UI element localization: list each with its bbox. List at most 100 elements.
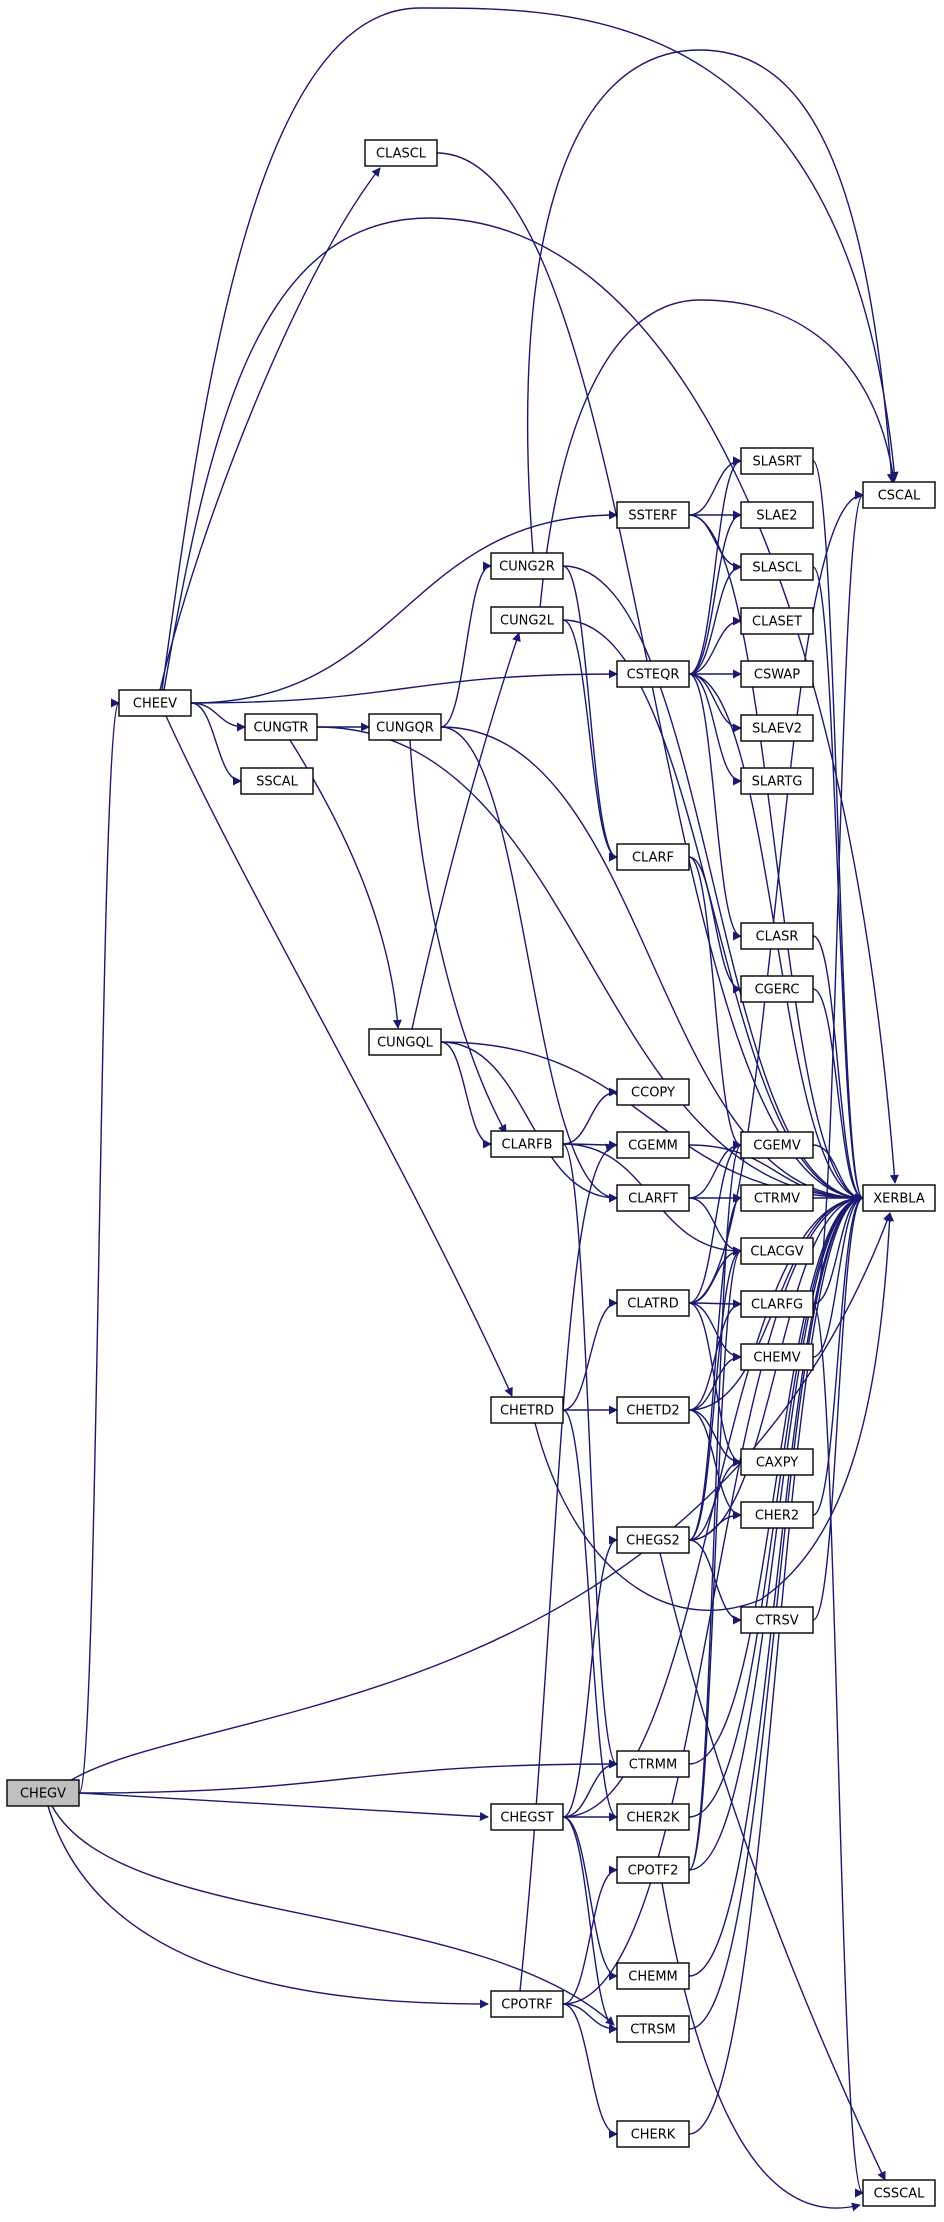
node-label: CPOTRF: [501, 1998, 553, 2013]
node-cher2k[interactable]: CHER2K: [616, 1803, 690, 1831]
edge-cungtr-to-xerbla: [316, 726, 864, 1203]
node-label: CSWAP: [754, 668, 800, 683]
edge-cheev-to-chetrd: [165, 715, 513, 1397]
edge-chetrd-to-clatrd: [562, 1298, 618, 1411]
edge-chegs2-to-ctrmv: [688, 1193, 742, 1541]
node-ctrmm[interactable]: CTRMM: [616, 1750, 690, 1778]
node-cher2[interactable]: CHER2: [740, 1501, 814, 1529]
edge-chegs2-to-csscal: [659, 1552, 886, 2181]
node-clasr[interactable]: CLASR: [740, 922, 814, 950]
edge-cungqr-to-cung2r: [440, 561, 492, 728]
node-box: [616, 2015, 690, 2043]
node-clarfg[interactable]: CLARFG: [740, 1290, 814, 1318]
node-slae2[interactable]: SLAE2: [740, 501, 814, 529]
node-csteqr[interactable]: CSTEQR: [616, 660, 690, 688]
node-cgerc[interactable]: CGERC: [740, 975, 814, 1003]
edge-cung2l-to-xerbla: [562, 619, 864, 1203]
node-caxpy[interactable]: CAXPY: [740, 1448, 814, 1476]
edge-ssterf-to-slascl: [688, 514, 742, 572]
edge-cpotf2-to-clacgv: [688, 1246, 742, 1871]
node-cscal[interactable]: CSCAL: [862, 481, 936, 509]
node-box: [740, 714, 814, 742]
node-claset[interactable]: CLASET: [740, 607, 814, 635]
edge-ctrmm-to-xerbla: [688, 1193, 864, 1765]
node-ctrsv[interactable]: CTRSV: [740, 1606, 814, 1634]
node-clacgv[interactable]: CLACGV: [740, 1237, 814, 1265]
edge-cheev-to-clascl: [159, 167, 381, 691]
node-chemm[interactable]: CHEMM: [616, 1962, 690, 1990]
edge-cung2r-to-cscal: [526, 49, 896, 554]
node-label: CGEMV: [753, 1139, 801, 1154]
node-slascl[interactable]: SLASCL: [740, 553, 814, 581]
node-box: [616, 1803, 690, 1831]
node-label: CAXPY: [756, 1456, 798, 1471]
node-cungqr[interactable]: CUNGQR: [368, 713, 442, 741]
node-cpotf2[interactable]: CPOTF2: [616, 1856, 690, 1884]
node-chegs2[interactable]: CHEGS2: [616, 1526, 690, 1554]
node-label: CUNGTR: [254, 721, 309, 736]
edge-chetd2-to-chemv: [688, 1352, 742, 1411]
edge-chegv-to-cheev: [78, 698, 120, 1794]
node-label: CUNGQL: [377, 1036, 434, 1051]
edge-csteqr-to-slartg: [688, 673, 742, 786]
node-xerbla[interactable]: XERBLA: [862, 1184, 936, 1212]
node-chetrd[interactable]: CHETRD: [490, 1396, 564, 1424]
node-cswap[interactable]: CSWAP: [740, 660, 814, 688]
node-cungtr[interactable]: CUNGTR: [244, 713, 318, 741]
nodes-layer: CHEGV CHEEV CLASCL CUNGTR SSCAL CUNGQR CUNGQL C…: [6, 139, 936, 2207]
node-cung2l[interactable]: CUNG2L: [490, 606, 564, 634]
node-label: CHER2: [755, 1509, 799, 1524]
edge-csteqr-to-slasrt: [688, 456, 742, 675]
edge-chegst-to-chemm: [562, 1816, 618, 1981]
node-label: SLASRT: [753, 455, 802, 470]
node-chegst[interactable]: CHEGST: [490, 1803, 564, 1831]
node-ccopy[interactable]: CCOPY: [616, 1078, 690, 1106]
node-label: SLASCL: [752, 561, 802, 576]
node-label: SLAE2: [756, 509, 797, 524]
edge-cheev-to-sscal: [190, 702, 242, 786]
node-cungql[interactable]: CUNGQL: [368, 1028, 442, 1056]
node-sscal[interactable]: SSCAL: [240, 767, 314, 795]
node-slartg[interactable]: SLARTG: [740, 767, 814, 795]
node-cheev[interactable]: CHEEV: [118, 689, 192, 717]
edge-clasr-to-xerbla: [812, 935, 864, 1203]
node-clarfb[interactable]: CLARFB: [490, 1130, 564, 1158]
node-cgemm[interactable]: CGEMM: [616, 1131, 690, 1159]
node-chemv[interactable]: CHEMV: [740, 1343, 814, 1371]
node-chegv[interactable]: CHEGV: [6, 1779, 80, 1807]
node-clatrd[interactable]: CLATRD: [616, 1289, 690, 1317]
edge-cpotrf-to-cgemm: [519, 1143, 615, 1992]
node-label: CHER2K: [627, 1811, 680, 1826]
node-label: SLARTG: [752, 775, 803, 790]
edge-csteqr-to-claset: [688, 616, 742, 675]
node-chetd2[interactable]: CHETD2: [616, 1396, 690, 1424]
node-cung2r[interactable]: CUNG2R: [490, 552, 564, 580]
edge-cung2l-to-clarf: [562, 619, 618, 862]
edge-cheev-to-ssterf: [190, 510, 618, 704]
edge-cheev-to-cungtr: [190, 702, 246, 732]
edge-cpotf2-to-csscal: [661, 1882, 861, 2212]
node-box: [368, 713, 442, 741]
node-box: [616, 501, 690, 529]
node-clascl[interactable]: CLASCL: [364, 139, 438, 167]
edge-cungql-to-clarfb: [440, 1041, 492, 1149]
node-cgemv[interactable]: CGEMV: [740, 1131, 814, 1159]
node-slaev2[interactable]: SLAEV2: [740, 714, 814, 742]
node-box: [490, 552, 564, 580]
node-cherk[interactable]: CHERK: [616, 2120, 690, 2148]
edge-clarfb-to-ccopy: [562, 1087, 618, 1145]
edge-cungqr-to-clarfb: [409, 739, 507, 1134]
node-box: [244, 713, 318, 741]
node-ctrmv[interactable]: CTRMV: [740, 1184, 814, 1212]
node-ctrsm[interactable]: CTRSM: [616, 2015, 690, 2043]
node-slasrt[interactable]: SLASRT: [740, 447, 814, 475]
node-clarf[interactable]: CLARF: [616, 843, 690, 871]
node-csscal[interactable]: CSSCAL: [862, 2179, 936, 2207]
edge-cpotf2-to-cgemv: [688, 1140, 742, 1871]
node-box: [740, 975, 814, 1003]
node-label: SSCAL: [256, 775, 298, 790]
node-cpotrf[interactable]: CPOTRF: [490, 1990, 564, 2018]
node-ssterf[interactable]: SSTERF: [616, 501, 690, 529]
node-clarft[interactable]: CLARFT: [616, 1184, 690, 1212]
